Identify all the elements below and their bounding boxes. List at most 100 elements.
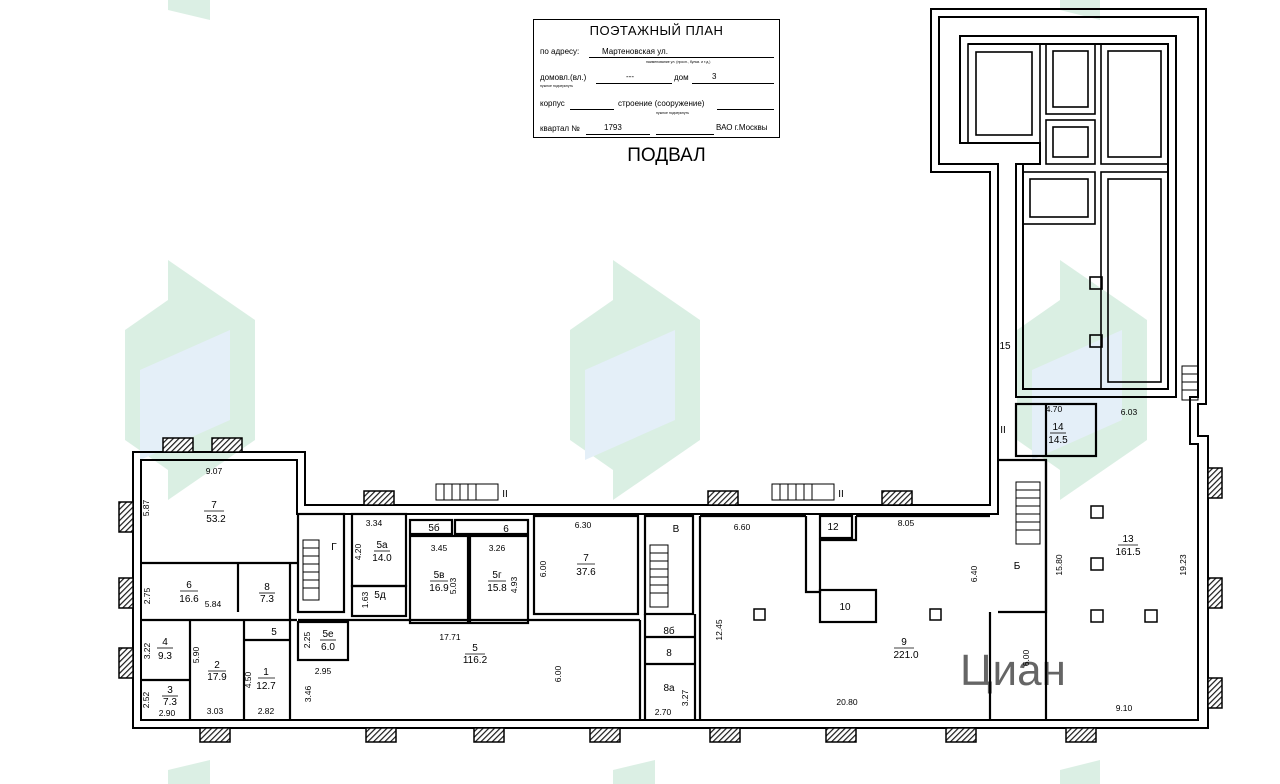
dim-label: 19.23 (1178, 554, 1188, 576)
room-number: 8 (666, 648, 672, 659)
room-number: 8 (264, 582, 270, 593)
room-area: 6.0 (321, 642, 335, 653)
stamp-underline (586, 134, 650, 135)
room-number: В (673, 524, 680, 535)
room-number: 5г (492, 570, 502, 581)
stamp-domovl-value: --- (626, 72, 634, 81)
room-number: 5 (472, 643, 478, 654)
dim-label: 9.07 (206, 466, 223, 476)
room-number: 7 (211, 500, 217, 511)
dim-label: 3.34 (366, 518, 383, 528)
dim-label: 3.26 (489, 543, 506, 553)
stamp-address-label: по адресу: (540, 47, 580, 56)
tower-rooms (967, 43, 1169, 390)
dim-label: 3.22 (142, 642, 152, 659)
room-area: 16.6 (179, 594, 199, 605)
room-number: 5в (434, 570, 445, 581)
room-number: 5 (271, 627, 277, 638)
inner-wall (140, 16, 1199, 721)
stamp-underline (570, 109, 614, 110)
stamp-street-hint: наименование ул. (просп., бульв. и т.д.) (646, 60, 711, 64)
room-number: 5е (322, 629, 334, 640)
dim-label: 2.75 (142, 587, 152, 604)
dim-label: 4.50 (243, 671, 253, 688)
stamp-underline (717, 109, 774, 110)
room-area: 7.3 (163, 697, 177, 708)
stamp-title: ПОЭТАЖНЫЙ ПЛАН (589, 23, 724, 38)
room-number: 7 (583, 553, 589, 564)
room-area: 14.0 (372, 553, 392, 564)
room-number: Б (1014, 561, 1021, 572)
floor-title: ПОДВАЛ (627, 145, 706, 166)
dim-label: 2.82 (258, 706, 275, 716)
dim-label: 15.80 (1054, 554, 1064, 576)
room-number: 13 (1122, 534, 1134, 545)
dim-label: 2.90 (159, 708, 176, 718)
dim-label: 3.03 (207, 706, 224, 716)
room-area: 161.5 (1115, 547, 1140, 558)
room-area: 37.6 (576, 567, 596, 578)
dim-label: 20.80 (836, 697, 858, 707)
dim-label: 17.71 (439, 632, 461, 642)
room-area: 16.9 (429, 583, 449, 594)
room-number: Г (331, 542, 337, 553)
dim-label: 6.00 (1021, 649, 1031, 666)
room-number: 1 (263, 667, 269, 678)
stamp-domovl-hint: нужное подчеркнуть (540, 84, 574, 88)
stairs (302, 365, 1199, 608)
dim-label: 6.00 (538, 560, 548, 577)
dim-label: 6.40 (969, 565, 979, 582)
stamp-underline (692, 83, 774, 84)
stamp-underline (656, 134, 714, 135)
room-number: 3 (167, 685, 173, 696)
outer-wall (132, 8, 1209, 729)
room-number: 15 (999, 341, 1011, 352)
room-number: 12 (827, 522, 839, 533)
stamp-kvartal-value: 1793 (604, 123, 622, 132)
room-area: 53.2 (206, 514, 226, 525)
stamp-domovl-label: домовл.(вл.) (540, 73, 587, 82)
room-number: 8б (663, 625, 675, 637)
dim-label: 3.45 (431, 543, 448, 553)
stair-label: II (502, 489, 508, 500)
dim-label: 1.63 (360, 591, 370, 608)
dim-label: 2.52 (141, 691, 151, 708)
dim-label: 2.25 (302, 631, 312, 648)
room-number: 6 (186, 580, 192, 591)
room-area: 221.0 (893, 650, 918, 661)
dimensions: 9.07 5.87 2.75 5.84 3.22 5.90 4.50 2.52 … (141, 404, 1188, 718)
room-number: 5а (376, 540, 388, 551)
room-area: 9.3 (158, 651, 172, 662)
room-number: 14 (1052, 422, 1064, 433)
dim-label: 12.45 (714, 619, 724, 641)
dim-label: 3.27 (680, 689, 690, 706)
dim-label: 6.00 (553, 665, 563, 682)
room-number: 5б (428, 522, 440, 534)
room-area: 17.9 (207, 672, 227, 683)
dim-label: 2.95 (315, 666, 332, 676)
dim-label: 5.90 (191, 646, 201, 663)
stamp-underline (589, 57, 774, 58)
dim-label: 6.60 (734, 522, 751, 532)
watermark-text: Циан (960, 646, 1066, 695)
dim-label: 6.30 (575, 520, 592, 530)
stamp-stroenie-label: строение (сооружение) (618, 99, 705, 108)
stamp-dom-value: 3 (712, 72, 717, 81)
dim-label: 4.93 (509, 576, 519, 593)
partitions (141, 402, 1098, 720)
dim-label: 6.03 (1121, 407, 1138, 417)
dim-label: 2.70 (655, 707, 672, 717)
room-number: 8а (663, 683, 675, 694)
dim-label: 9.10 (1116, 703, 1133, 713)
stamp-district: ВАО г.Москвы (716, 123, 768, 132)
stair-label: II (1000, 425, 1006, 436)
stamp-kvartal-label: квартал № (540, 124, 580, 133)
room-labels: 7 53.2 6 16.6 8 7.3 4 9.3 2 17.9 1 12.7 … (157, 341, 1141, 708)
dim-label: 3.46 (303, 685, 313, 702)
dim-label: 5.87 (141, 499, 151, 516)
room-area: 12.7 (256, 681, 276, 692)
columns (753, 505, 1158, 623)
stair-label: II (838, 489, 844, 500)
dim-label: 5.03 (448, 577, 458, 594)
